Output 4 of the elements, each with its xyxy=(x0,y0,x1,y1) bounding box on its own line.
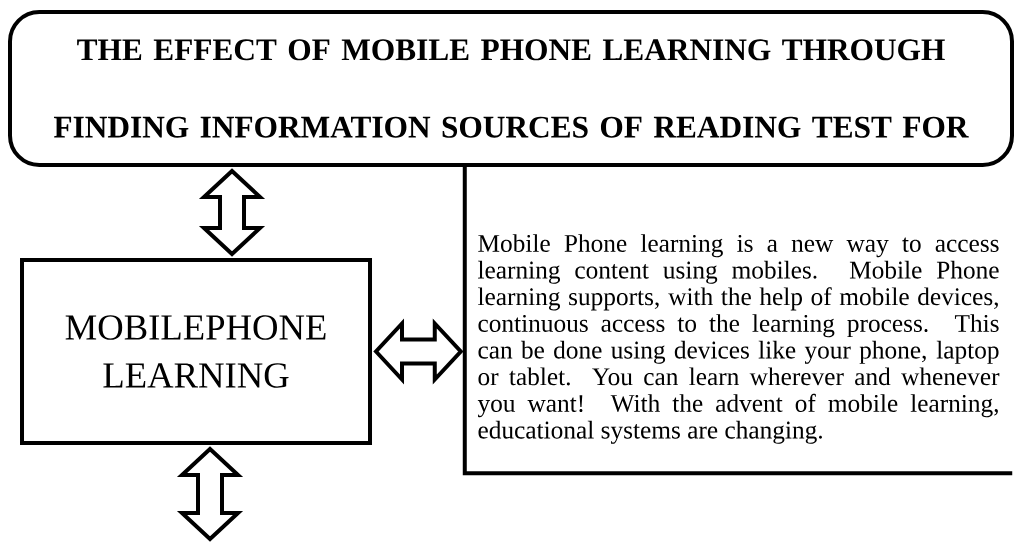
title-box: THE EFFECT OF MOBILE PHONE LEARNING THROUGH FINDING INFORMATION SOURCES OF READING TEST FOR xyxy=(8,9,1014,168)
process-box: MOBILEPHONE LEARNING xyxy=(20,258,372,445)
text-box: Mobile Phone learning is a new way to access learning content using mobiles. Mobile Phone learning supports, with the help of mobile devices, continuous access to the learning process. This can be done using devices like your phone, laptop or tablet. You can learn wherever and whenever you want! With the advent of mobile learning, educational systems are changing. xyxy=(462,165,1013,476)
double-arrow xyxy=(176,446,244,542)
